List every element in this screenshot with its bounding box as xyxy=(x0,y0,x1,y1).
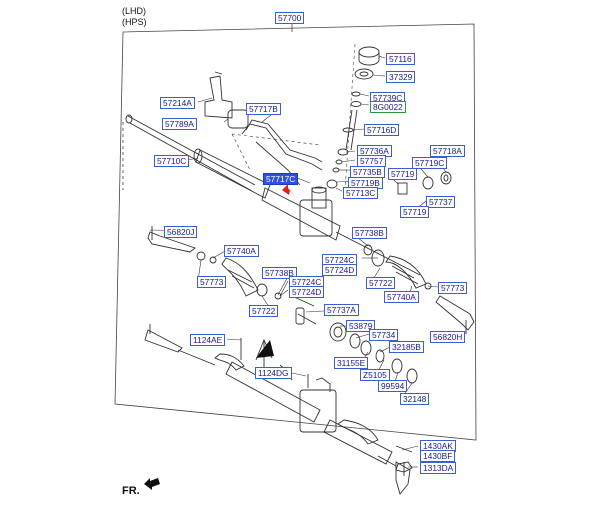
part-label-57717b[interactable]: 57717B xyxy=(246,103,281,115)
part-label-32148[interactable]: 32148 xyxy=(400,393,430,405)
rack-housing-exploded xyxy=(125,114,421,276)
part-label-8g0022[interactable]: 8G0022 xyxy=(370,101,406,113)
part-label-32185b[interactable]: 32185B xyxy=(389,341,424,353)
front-direction-label: FR. xyxy=(122,485,140,497)
part-label-57717c[interactable]: 57717C xyxy=(263,173,299,185)
part-label-57773-left[interactable]: 57773 xyxy=(197,276,227,288)
part-label-57710c[interactable]: 57710C xyxy=(154,155,190,167)
part-label-57719c[interactable]: 57719C xyxy=(412,157,448,169)
part-label-57737[interactable]: 57737 xyxy=(426,196,456,208)
part-label-57713c[interactable]: 57713C xyxy=(343,187,379,199)
cushion-part xyxy=(227,109,249,129)
part-label-57740a-right[interactable]: 57740A xyxy=(384,291,419,303)
part-label-57722-left[interactable]: 57722 xyxy=(249,305,279,317)
leader-lines xyxy=(149,55,467,468)
header-hps: (HPS) xyxy=(122,17,147,27)
assembled-gear-view xyxy=(144,324,411,495)
part-label-57737a[interactable]: 57737A xyxy=(324,304,359,316)
part-label-57738b-lower[interactable]: 57738B xyxy=(262,267,297,279)
part-label-57722-right[interactable]: 57722 xyxy=(366,277,396,289)
part-label-57718a[interactable]: 57718A xyxy=(430,145,465,157)
pointer-arrow xyxy=(282,184,296,198)
fr-arrow-icon xyxy=(144,478,160,490)
part-label-57789a[interactable]: 57789A xyxy=(162,118,197,130)
left-tie-rod-parts xyxy=(147,226,317,325)
part-label-99594[interactable]: 99594 xyxy=(378,380,408,392)
assembly-frame xyxy=(114,23,477,441)
part-label-56820h[interactable]: 56820H xyxy=(430,331,466,343)
part-label-57773-right[interactable]: 57773 xyxy=(438,282,468,294)
header-lhd: (LHD) xyxy=(122,6,146,16)
part-label-57719-a[interactable]: 57719 xyxy=(388,168,418,180)
part-label-57724d-upper[interactable]: 57724D xyxy=(322,264,358,276)
part-label-53879[interactable]: 53879 xyxy=(346,320,376,332)
part-label-1124dg[interactable]: 1124DG xyxy=(255,367,292,379)
part-label-57740a-left[interactable]: 57740A xyxy=(224,245,259,257)
part-label-1313da[interactable]: 1313DA xyxy=(420,462,457,474)
part-label-57214a[interactable]: 57214A xyxy=(160,97,195,109)
part-label-57700[interactable]: 57700 xyxy=(275,12,305,24)
part-label-z5105[interactable]: Z5105 xyxy=(360,369,390,381)
bolt-nut xyxy=(395,445,413,473)
part-label-1430bf[interactable]: 1430BF xyxy=(420,450,456,462)
part-label-57116[interactable]: 57116 xyxy=(386,53,415,65)
part-label-1124ae[interactable]: 1124AE xyxy=(190,334,226,346)
part-label-56820j[interactable]: 56820J xyxy=(164,226,198,238)
part-label-37329[interactable]: 37329 xyxy=(386,71,416,83)
part-label-57724d-lower[interactable]: 57724D xyxy=(289,286,325,298)
marker-triangle xyxy=(256,340,274,358)
part-label-57719-b[interactable]: 57719 xyxy=(400,206,430,218)
part-label-31155e[interactable]: 31155E xyxy=(334,357,369,369)
part-label-57716d[interactable]: 57716D xyxy=(364,124,400,136)
part-label-57738b-upper[interactable]: 57738B xyxy=(352,227,387,239)
part-label-57734[interactable]: 57734 xyxy=(369,329,399,341)
bracket-part xyxy=(204,71,233,119)
